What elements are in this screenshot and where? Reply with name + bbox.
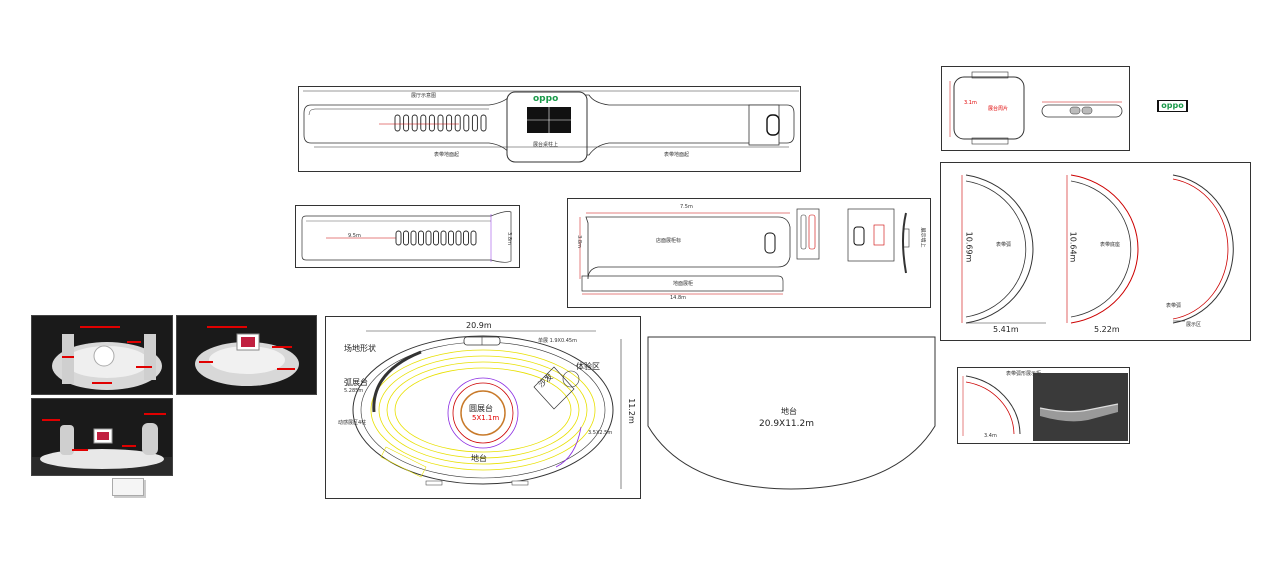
strap-hole (428, 114, 435, 132)
arc2-width: 5.22m (1094, 325, 1120, 334)
arc1-label: 表带弧 (996, 242, 1012, 248)
arc2-label: 表带底座 (1100, 242, 1121, 248)
render-photo-1-art (52, 326, 162, 390)
band-right-label: 表带地面起 (664, 152, 690, 158)
arc3-label-1: 表带弧 (1166, 303, 1182, 309)
band-height: 3.8m (575, 235, 582, 248)
render-photo-2 (176, 315, 317, 395)
left-note: 动感展区4柱 (338, 420, 367, 426)
site-shape-label: 场地形状 (344, 344, 376, 353)
band-side-label: 展示墙上 (919, 227, 926, 248)
watch-face-label: 展台周片 (988, 106, 1009, 112)
strap-hole (395, 230, 402, 246)
strap-hole (463, 230, 469, 246)
render-photo-2-art (195, 326, 299, 386)
arcs-drawing (961, 174, 1234, 324)
floor-label: 地台 (471, 454, 487, 463)
strap-hole (448, 230, 454, 246)
watch-top-drawing (303, 90, 799, 163)
strap-hole (403, 114, 410, 132)
round-stage-label: 圆展台 (469, 404, 493, 413)
watch-face-drawing (949, 71, 1123, 145)
band-side-drawing (301, 211, 512, 263)
top-note: 单展 1.9X0.45m (538, 338, 577, 344)
strap-hole (454, 114, 461, 132)
arc-detail-title: 表带弧形展示柜 (1006, 371, 1042, 377)
strap-hole (418, 230, 424, 246)
band-mid-drawing (579, 208, 910, 295)
band-center-label: 店面展柜标 (656, 238, 682, 244)
band-left-label: 表带地面起 (434, 152, 460, 158)
band-side-height: 3.8m (505, 232, 512, 245)
strap-hole (411, 114, 418, 132)
arc-detail-panel: 表带弧形展示柜 3.4m (957, 367, 1130, 444)
site-width: 20.9m (466, 321, 492, 330)
floor-plate-label: 地台 (781, 407, 797, 416)
watch-face-dim: 3.1m (964, 100, 977, 106)
watch-top-title: 展厅示意图 (411, 93, 437, 99)
watch-top-panel: 展厅示意图 oppo 展台桌柱上 表带地面起 表带地面起 (298, 86, 801, 172)
arc-stage-dim: 5.285m (344, 388, 364, 394)
arc1-height: 10.69m (964, 231, 974, 263)
strap-hole (394, 114, 401, 132)
site-height: 11.2m (626, 398, 636, 424)
strap-hole (480, 114, 487, 132)
floor-plate: 地台 20.9X11.2m (647, 336, 936, 491)
band-mid-panel: 7.5m 3.8m 店面展柜标 地面展柜 14.8m 展示墙上 (567, 198, 931, 308)
strap-hole (410, 230, 417, 246)
arc3-label-2: 展示区 (1186, 322, 1202, 328)
band-bottom-label: 地面展柜 (673, 281, 694, 287)
oppo-logo-text: oppo (1159, 101, 1186, 111)
strap-hole (455, 230, 462, 246)
strap-hole (403, 230, 409, 246)
strap-hole (433, 230, 439, 246)
thumbnail-small (112, 478, 144, 496)
arc2-height: 10.64m (1068, 231, 1078, 263)
right-note: 3.5X2.5m (588, 430, 613, 436)
strap-hole (425, 230, 432, 246)
strap-hole (420, 114, 427, 132)
band-side-len: 9.5m (348, 233, 361, 239)
band-top-len: 7.5m (680, 204, 693, 210)
strap-hole (471, 114, 478, 132)
arcs-panel: 10.69m 表带弧 5.41m 10.64m 表带底座 5.22m 表带弧 展… (940, 162, 1251, 341)
watch-face-panel: 3.1m 展台周片 (941, 66, 1130, 151)
floor-plate-shape (647, 336, 936, 490)
site-plan-drawing (352, 330, 622, 489)
arc1-width: 5.41m (993, 325, 1019, 334)
floor-plate-dims: 20.9X11.2m (759, 419, 815, 429)
strap-hole (463, 114, 470, 132)
band-side-panel: 9.5m 3.8m (295, 205, 520, 268)
site-plan-panel: 20.9m 11.2m 场地形状 弧展台 5.285m 圆展台 5X1.1m 沙… (325, 316, 641, 499)
round-stage-dim: 5X1.1m (472, 414, 500, 422)
arc-detail-drawing (962, 373, 1128, 441)
render-photo-1 (31, 315, 173, 395)
oppo-logo-block: oppo (1157, 100, 1188, 112)
face-label: 展台桌柱上 (533, 142, 559, 148)
arc-detail-dim: 3.4m (984, 433, 997, 439)
render-photo-3-art (32, 413, 172, 475)
strap-hole (440, 230, 447, 246)
brand-logo: oppo (533, 94, 559, 104)
render-photo-3 (31, 398, 173, 476)
strap-hole (446, 114, 453, 132)
band-bottom-len: 14.8m (670, 295, 687, 301)
arc-stage-label: 弧展台 (344, 378, 368, 387)
strap-hole (470, 230, 477, 246)
experience-label: 体验区 (576, 362, 600, 371)
strap-hole (437, 114, 444, 132)
